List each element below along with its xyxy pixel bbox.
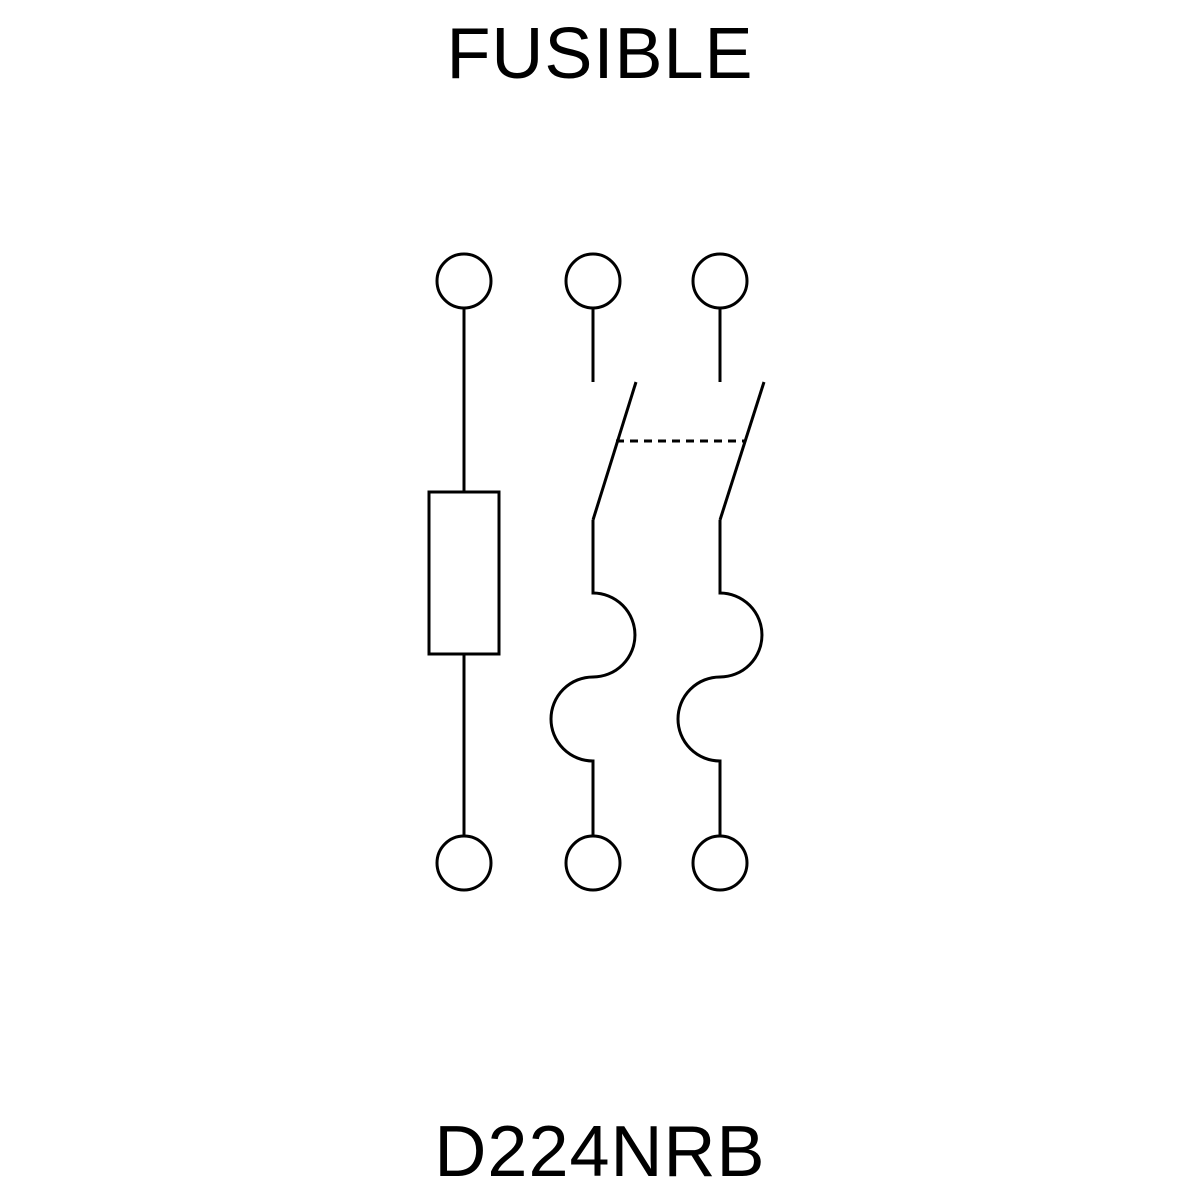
terminal-top-1 [435, 252, 493, 310]
thermal-element-3 [676, 520, 764, 835]
terminal-bottom-3 [691, 834, 749, 892]
model-number: D224NRB [434, 1112, 766, 1192]
terminal-top-3 [691, 252, 749, 310]
switch-2-blade [591, 381, 638, 521]
terminal-top-2 [564, 252, 622, 310]
diagram-title: FUSIBLE [446, 14, 754, 94]
terminal-bottom-2 [564, 834, 622, 892]
fuse-pole [427, 252, 501, 892]
switch-pole-3 [676, 252, 766, 892]
fuse-body [427, 490, 501, 656]
switch-pole-2 [549, 252, 638, 892]
thermal-element-2 [549, 520, 637, 835]
terminal-top-1-bottom [435, 834, 493, 892]
switch-3-blade [718, 381, 766, 521]
